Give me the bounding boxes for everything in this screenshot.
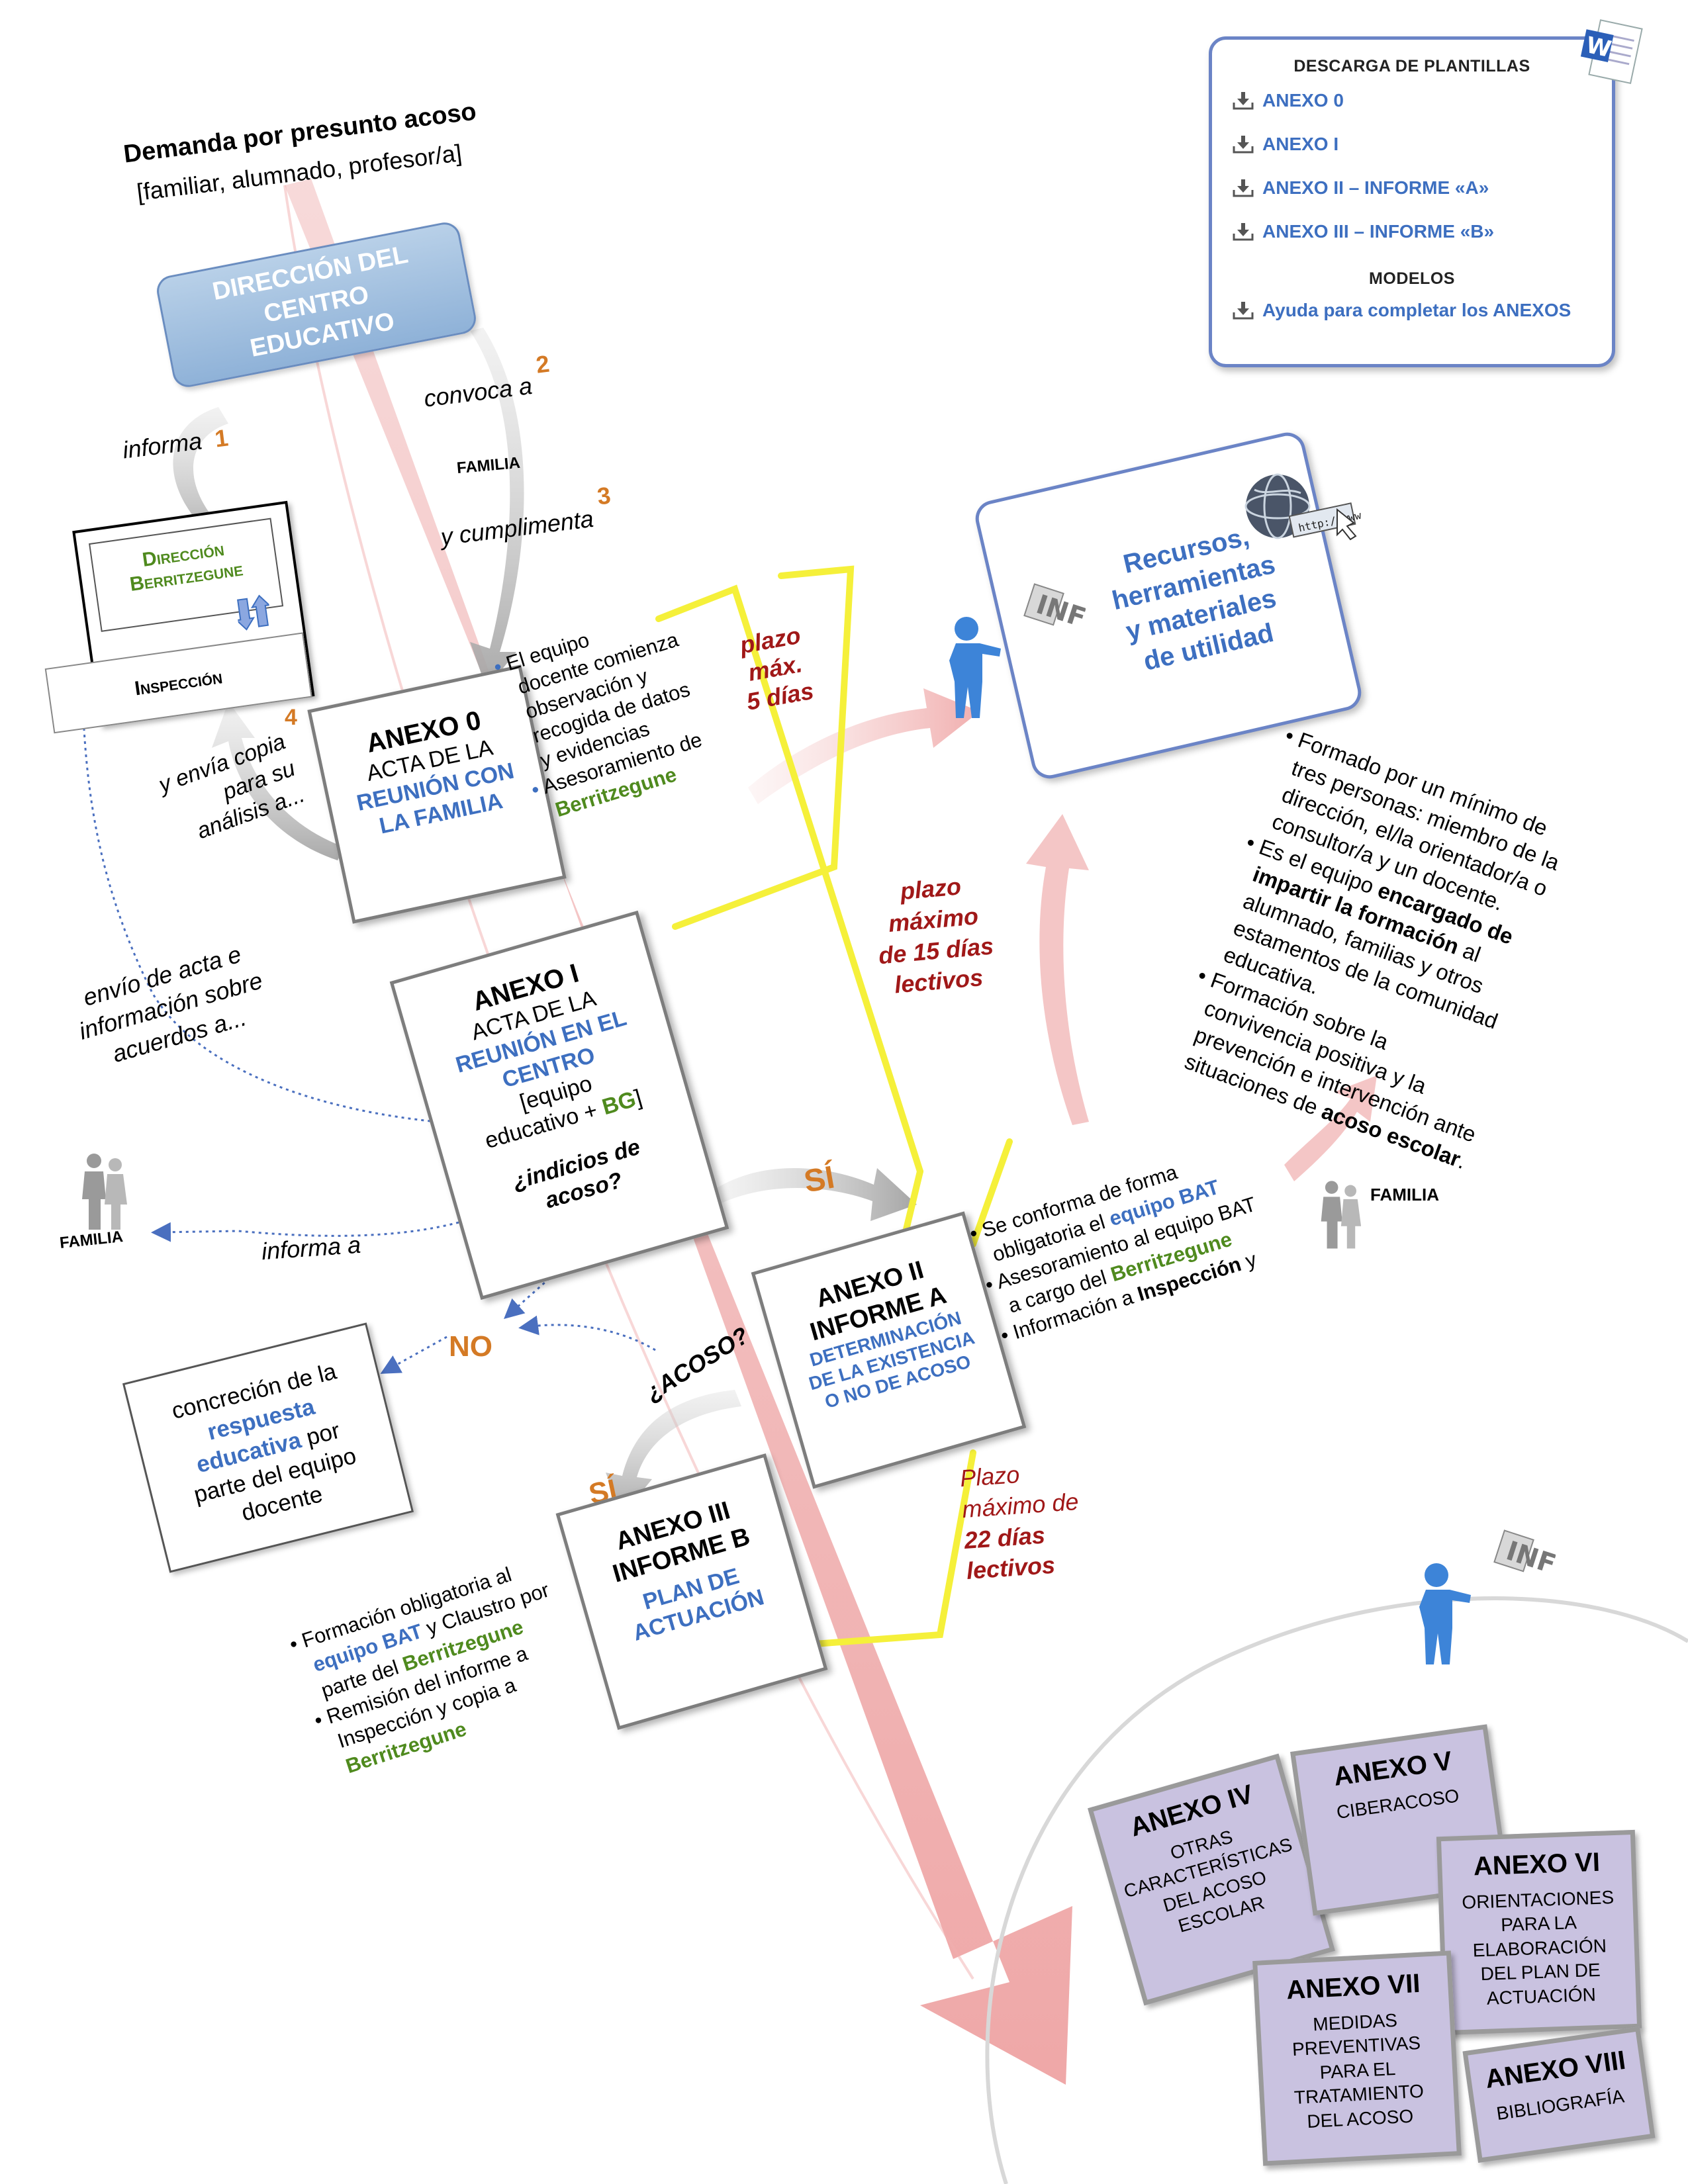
download-anexo3[interactable]: ANEXO III – INFORME «B»: [1232, 210, 1612, 253]
dir-berritzegune-box: Dirección Berritzegune: [72, 500, 315, 727]
si-label-1: SÍ: [801, 1160, 837, 1200]
gray-arrow-acoso-si: [606, 1390, 741, 1516]
plazo-22-dias: Plazo máximo de 22 días lectivos: [959, 1461, 1080, 1585]
globe-web-icon[interactable]: http://www: [1238, 470, 1364, 549]
family-figure-right-icon: [1314, 1178, 1367, 1251]
download-icon: [1232, 300, 1254, 320]
word-letter: W: [1584, 32, 1614, 63]
pink-arrow-to-recursos-1: [748, 688, 980, 804]
familia-right-label: FAMILIA: [1370, 1185, 1439, 1205]
plazo-15-dias: plazo máximo de 15 días lectivos: [877, 872, 995, 999]
download-anexo2[interactable]: ANEXO II – INFORME «A»: [1232, 166, 1612, 210]
models-heading: MODELOS: [1369, 269, 1455, 288]
info-letter-i-2: INFO: [1503, 1535, 1556, 1587]
gray-arrow-informa: [173, 407, 228, 549]
pink-arrow-to-recursos-2: [1026, 814, 1089, 1125]
download-icon: [1232, 222, 1254, 242]
yellow-brackets: [655, 565, 1013, 1651]
no-label: NO: [449, 1330, 492, 1363]
download-panel: DESCARGA DE PLANTILLAS ANEXO 0 ANEXO I A…: [1209, 36, 1615, 367]
download-anexo1[interactable]: ANEXO I: [1232, 122, 1612, 166]
word-document-icon[interactable]: W: [1575, 17, 1648, 89]
gray-arrow-convoca: [470, 328, 524, 688]
download-anexo0[interactable]: ANEXO 0: [1232, 79, 1612, 122]
info-figure-icon: INFO: [940, 582, 1111, 728]
swap-arrows-icon: [235, 593, 273, 631]
card-anexo6[interactable]: ANEXO VI ORIENTACIONES PARA LA ELABORACI…: [1436, 1829, 1642, 2036]
inspeccion-label: Inspección: [133, 665, 224, 700]
cards-circle-arc: [985, 1596, 1688, 2184]
download-icon: [1232, 134, 1254, 154]
download-heading: DESCARGA DE PLANTILLAS: [1293, 57, 1530, 75]
info-figure-icon-2: INFO: [1410, 1529, 1581, 1674]
download-icon: [1232, 91, 1254, 111]
step-number-4: 4: [285, 705, 297, 730]
download-help[interactable]: Ayuda para completar los ANEXOS: [1232, 289, 1612, 332]
pink-arrow-to-bat: [1284, 1075, 1377, 1181]
card-anexo7[interactable]: ANEXO VII MEDIDAS PREVENTIVAS PARA EL TR…: [1252, 1950, 1462, 2166]
family-figure-left-icon: [74, 1152, 134, 1231]
gray-arrow-si: [712, 1168, 917, 1221]
info-letter-i: INFO: [1033, 589, 1086, 641]
download-icon: [1232, 178, 1254, 198]
gray-arrow-envia: [212, 702, 344, 860]
dir-berritzegune-group: Dirección Berritzegune Inspección: [44, 500, 325, 745]
